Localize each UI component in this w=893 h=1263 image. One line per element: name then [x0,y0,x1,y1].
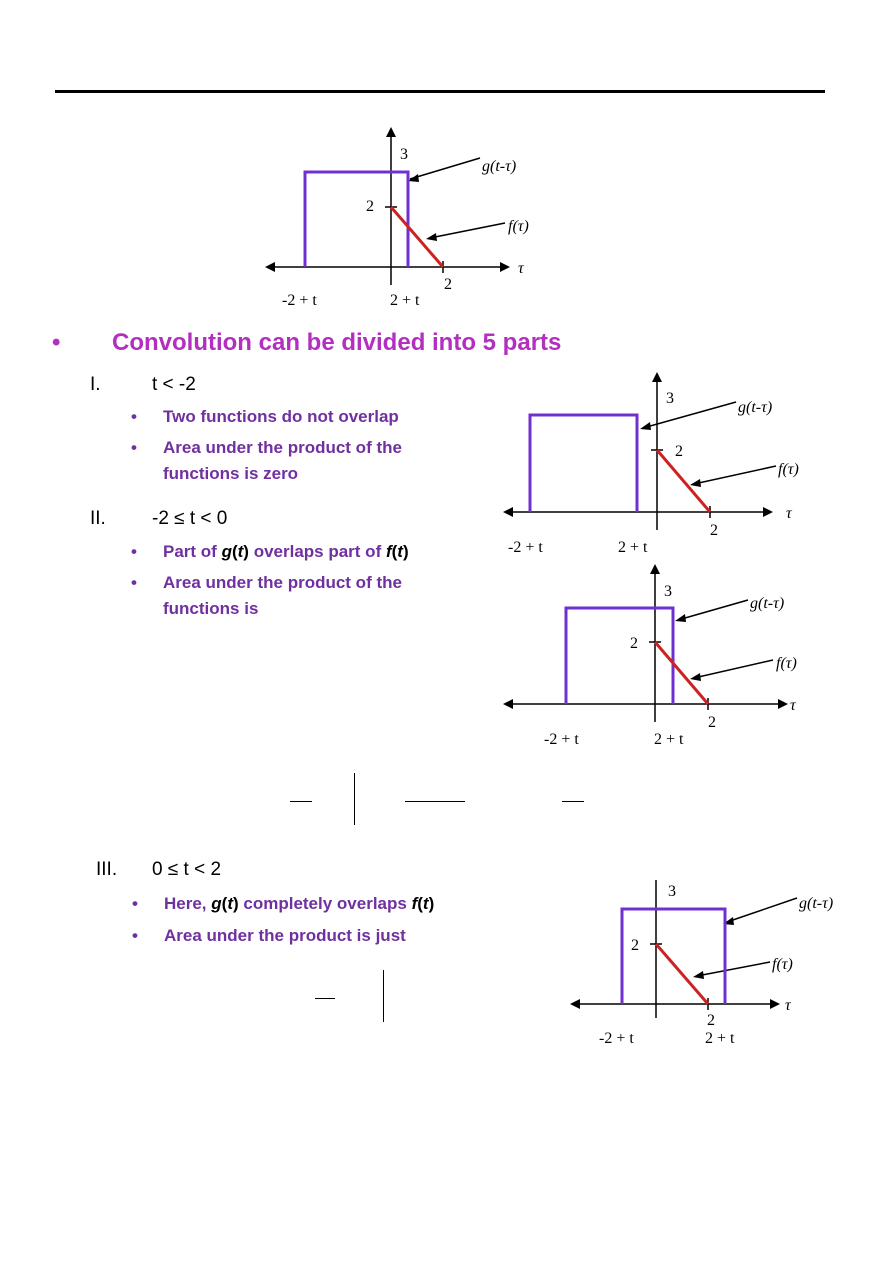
svg-text:2: 2 [675,443,683,460]
heading-text: Convolution can be divided into 5 parts [112,329,562,356]
svg-text:2 + t: 2 + t [654,731,684,748]
svg-text:τ: τ [786,505,793,522]
numeral: II. [90,508,106,529]
bullet-item: •Here, g(t) completely overlaps f(t) [132,894,435,913]
equation-fraction-bar [290,801,312,802]
figure-overlap-1: 3 2 2 τ g(t-τ) f(τ) -2 + t 2 + t [265,127,529,309]
header-rule [55,90,825,93]
equation-eval-bar [354,773,355,825]
svg-text:2: 2 [708,714,716,731]
figure-partial-overlap: 3 2 2 τ g(t-τ) f(τ) -2 + t 2 + t [503,564,797,748]
right-edge-label: 2 + t [390,292,420,309]
f-label: f(τ) [508,218,529,235]
bullet-item: •Two functions do not overlap [131,407,399,426]
svg-text:3: 3 [666,390,674,407]
section-I-title: I. t < -2 [90,374,196,396]
heading-bullet: • [52,329,61,356]
svg-text:f(τ): f(τ) [778,461,799,478]
section-II-title: II. -2 ≤ t < 0 [90,508,227,530]
svg-text:g(t-τ): g(t-τ) [799,895,833,912]
svg-text:g(t-τ): g(t-τ) [750,595,784,612]
svg-text:-2 + t: -2 + t [544,731,579,748]
g-rect [303,170,410,267]
equation-fraction-bar [405,801,465,802]
svg-text:τ: τ [790,697,797,714]
svg-text:2: 2 [630,635,638,652]
numeral: III. [96,859,118,880]
svg-text:2: 2 [631,937,639,954]
bullet-item: •Part of g(t) overlaps part of f(t) [131,542,409,561]
svg-text:τ: τ [785,997,792,1014]
equation-fraction-bar [562,801,584,802]
tau-label: τ [518,260,525,277]
label-2: 2 [366,198,374,215]
bullet-item: •Area under the product of the functions… [131,573,402,618]
svg-text:3: 3 [668,883,676,900]
condition: t < -2 [152,374,196,395]
bullet-item: •Area under the product is just [132,926,406,945]
svg-text:2: 2 [707,1012,715,1029]
numeral: I. [90,374,101,395]
equation-eval-bar [383,970,384,1022]
svg-text:2 + t: 2 + t [705,1030,735,1047]
section-heading: • Convolution can be divided into 5 parts [52,329,561,357]
f-ramp [389,206,445,268]
svg-text:2 + t: 2 + t [618,539,648,556]
equation-fraction-bar [315,998,335,999]
figure-complete-overlap: 3 2 2 τ g(t-τ) f(τ) -2 + t 2 + t [570,880,833,1047]
figure-no-overlap: 3 2 2 τ g(t-τ) f(τ) -2 + t 2 + t [503,372,799,556]
condition: 0 ≤ t < 2 [152,859,222,880]
svg-text:-2 + t: -2 + t [508,539,543,556]
svg-text:2: 2 [710,522,718,539]
label-x2: 2 [444,276,452,293]
svg-text:f(τ): f(τ) [772,956,793,973]
bullet-item: •Area under the product of the functions… [131,438,402,483]
svg-text:-2 + t: -2 + t [599,1030,634,1047]
g-label: g(t-τ) [482,158,516,175]
label-3: 3 [400,146,408,163]
svg-text:g(t-τ): g(t-τ) [738,399,772,416]
left-edge-label: -2 + t [282,292,317,309]
svg-text:3: 3 [664,583,672,600]
section-III-title: III. 0 ≤ t < 2 [96,859,221,881]
condition: -2 ≤ t < 0 [152,508,228,529]
svg-text:f(τ): f(τ) [776,655,797,672]
